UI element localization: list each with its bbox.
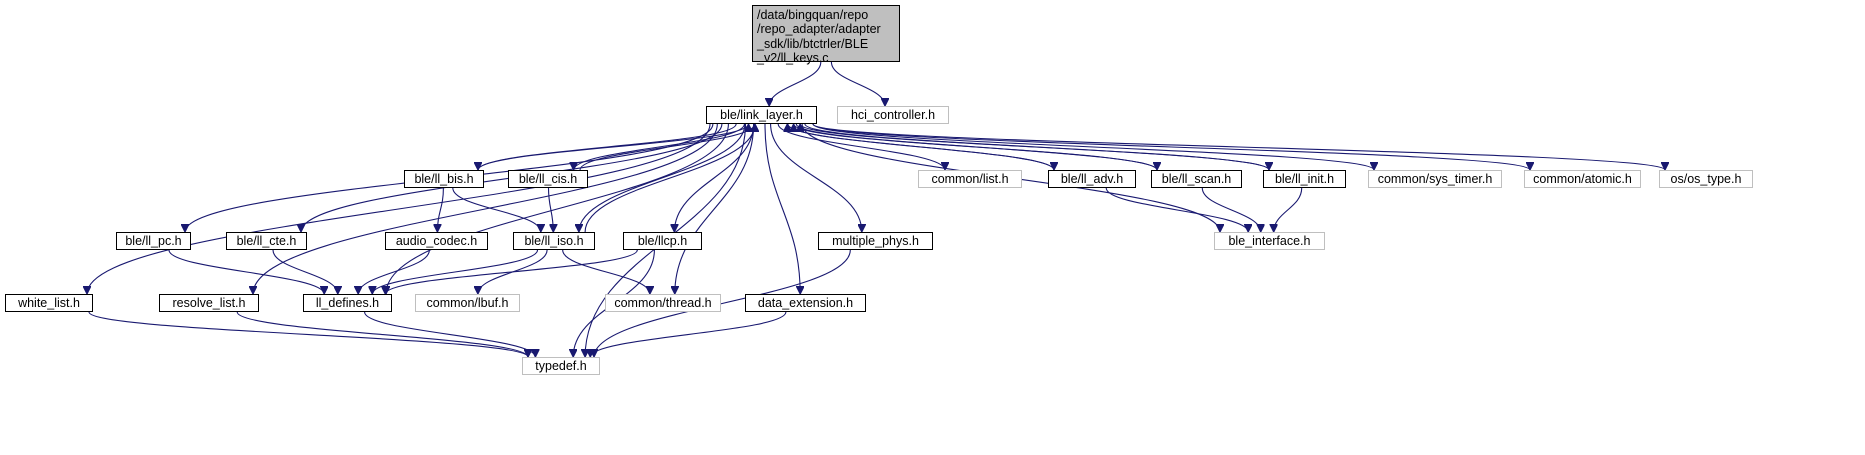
node-sys-timer[interactable]: common/sys_timer.h (1368, 170, 1502, 188)
edge-llcp-to-ll_defines (385, 249, 638, 294)
edge-ll_bis-to-ll_iso (452, 187, 541, 232)
edge-ll_init-to-ble_interface (1274, 187, 1303, 232)
node-llcp[interactable]: ble/llcp.h (623, 232, 702, 250)
node-ll-adv[interactable]: ble/ll_adv.h (1048, 170, 1136, 188)
edge-data_extension-to-typedef (590, 311, 787, 357)
edge-ll_iso-to-ll_defines (372, 249, 539, 294)
edge-link_layer-to-data_extension (764, 123, 800, 294)
node-ll-iso[interactable]: ble/ll_iso.h (513, 232, 595, 250)
edge-white_list-to-typedef (88, 311, 528, 357)
edge-ll_defines-to-typedef (364, 311, 536, 357)
edge-ll_scan-to-ble_interface (1201, 187, 1260, 232)
node-ll-defines[interactable]: ll_defines.h (303, 294, 392, 312)
node-resolve-list[interactable]: resolve_list.h (159, 294, 259, 312)
edge-link_layer-to-resolve_list (253, 123, 718, 294)
root-line: _v2/ll_keys.c (757, 51, 829, 66)
edge-link_layer-to-atomic (812, 123, 1530, 170)
root-line: /repo_adapter/adapter (757, 22, 881, 37)
edge-root-to-link_layer (769, 61, 822, 106)
edge-ll_adv-to-link_layer (787, 124, 1055, 171)
node-ll-init[interactable]: ble/ll_init.h (1263, 170, 1346, 188)
node-multiple-phys[interactable]: multiple_phys.h (818, 232, 933, 250)
edge-ll_iso-to-link_layer (584, 124, 755, 233)
node-thread[interactable]: common/thread.h (605, 294, 721, 312)
node-os-type[interactable]: os/os_type.h (1659, 170, 1753, 188)
edge-ll_scan-to-link_layer (794, 124, 1158, 171)
edge-link_layer-to-ll_defines (386, 123, 729, 294)
node-lbuf[interactable]: common/lbuf.h (415, 294, 520, 312)
edge-link_layer-to-ll_iso (579, 123, 746, 232)
node-link-layer[interactable]: ble/link_layer.h (706, 106, 817, 124)
node-ll-scan[interactable]: ble/ll_scan.h (1151, 170, 1242, 188)
edge-resolve_list-to-typedef (236, 311, 528, 357)
edge-ll_cis-to-ll_iso (547, 187, 554, 232)
edge-ll_bis-to-audio_codec (437, 187, 444, 232)
node-ble-interface[interactable]: ble_interface.h (1214, 232, 1325, 250)
edge-link_layer-to-multiple_phys (770, 123, 862, 232)
edge-audio_codec-to-ll_defines (358, 249, 430, 294)
edge-ll_bis-to-link_layer (477, 124, 749, 171)
edge-ll_pc-to-ll_defines (168, 249, 324, 294)
node-ll-bis[interactable]: ble/ll_bis.h (404, 170, 484, 188)
root-line: /data/bingquan/repo (757, 8, 869, 22)
edge-link_layer-to-sys_timer (812, 123, 1374, 170)
node-hci-controller[interactable]: hci_controller.h (837, 106, 949, 124)
edge-ll_iso-to-thread (562, 249, 650, 294)
edge-link_layer-to-white_list (87, 123, 711, 294)
node-root-ll-keys-c[interactable]: /data/bingquan/repo /repo_adapter/adapte… (752, 5, 900, 66)
node-data-extension[interactable]: data_extension.h (745, 294, 866, 312)
edge-ll_adv-to-ble_interface (1105, 187, 1248, 232)
edge-multiple_phys-to-typedef (594, 249, 851, 357)
node-ll-cis[interactable]: ble/ll_cis.h (508, 170, 588, 188)
node-common-list[interactable]: common/list.h (918, 170, 1022, 188)
node-audio-codec[interactable]: audio_codec.h (385, 232, 488, 250)
edge-root-to-hci_controller (830, 61, 885, 106)
node-atomic[interactable]: common/atomic.h (1524, 170, 1641, 188)
node-typedef[interactable]: typedef.h (522, 357, 600, 375)
node-ll-cte[interactable]: ble/ll_cte.h (226, 232, 307, 250)
edge-ll_init-to-link_layer (800, 124, 1270, 171)
edge-ll_cte-to-ll_defines (272, 249, 338, 294)
edge-link_layer-to-thread (675, 123, 755, 294)
node-white-list[interactable]: white_list.h (5, 294, 93, 312)
edge-link_layer-to-llcp (674, 123, 755, 232)
root-line: _sdk/lib/btctrler/BLE (757, 36, 869, 51)
edge-link_layer-to-os_type (812, 123, 1665, 170)
node-ll-pc[interactable]: ble/ll_pc.h (116, 232, 191, 250)
